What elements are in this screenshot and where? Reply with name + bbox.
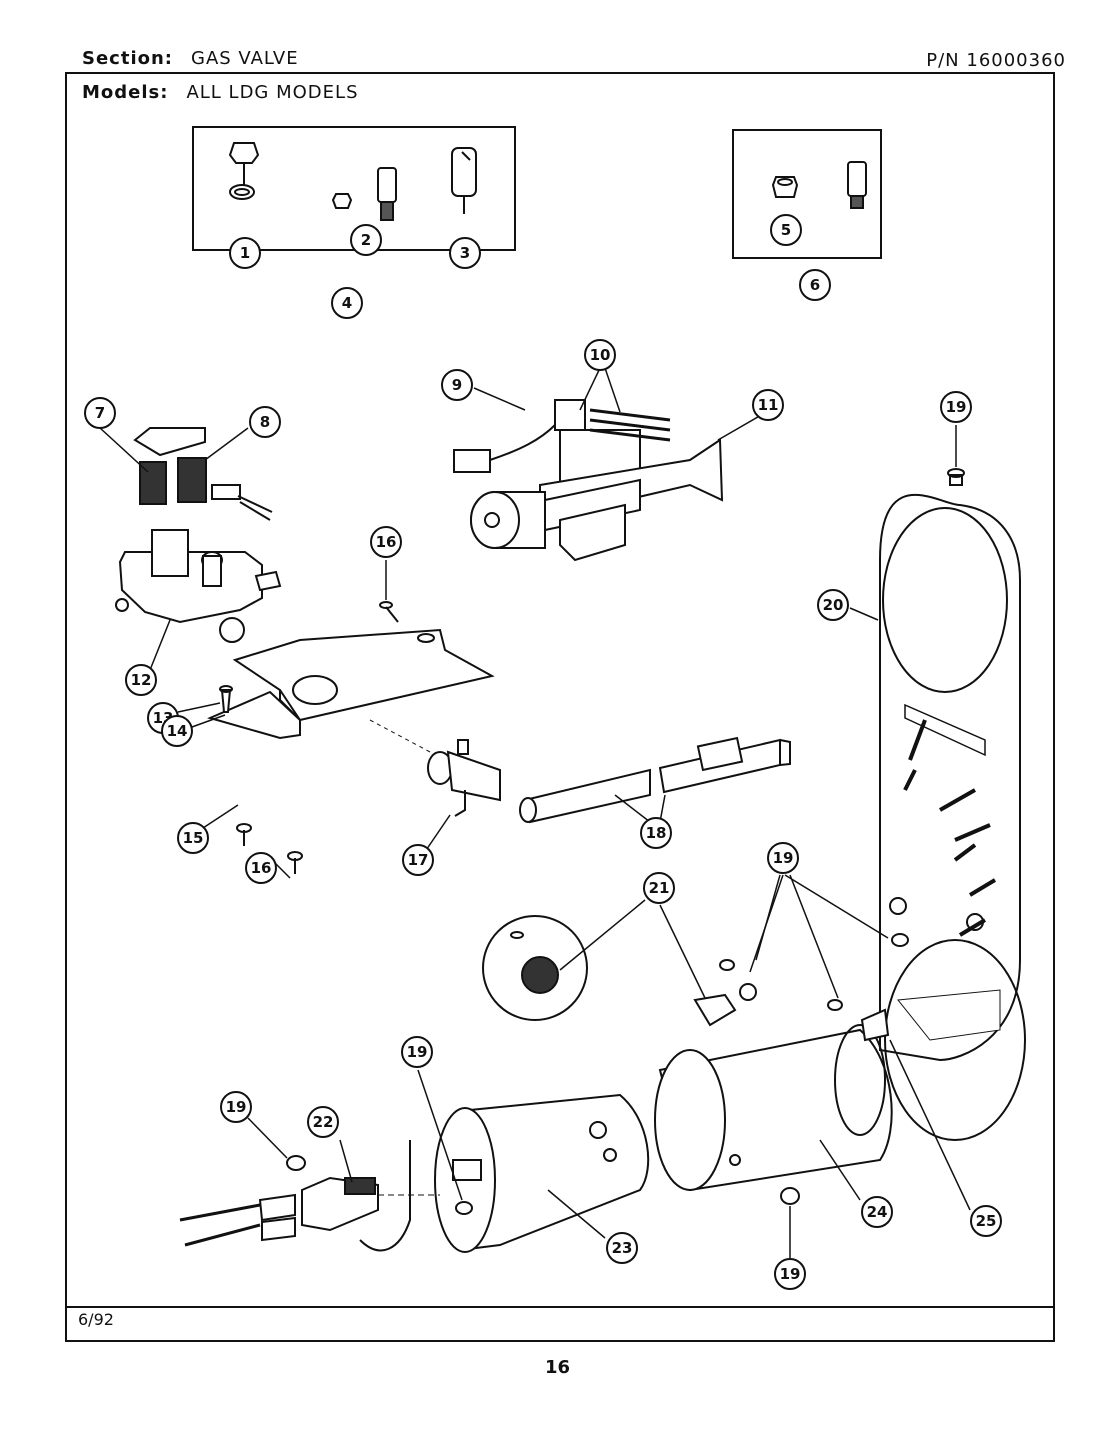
page-number: 16 [545, 1357, 571, 1378]
screw-19-top [947, 468, 965, 486]
callout-2: 2 [350, 224, 382, 256]
screw-19-mid [719, 959, 843, 1011]
callout-19-mid: 19 [767, 842, 799, 874]
callout-19-bottom: 19 [774, 1258, 806, 1290]
svg-text:16: 16 [251, 859, 272, 877]
callout-24: 24 [861, 1196, 893, 1228]
svg-text:19: 19 [780, 1265, 801, 1283]
callout-9: 9 [441, 369, 473, 401]
svg-text:5: 5 [781, 221, 791, 239]
models-label: Models: [82, 82, 169, 103]
orifice-cap-part [228, 142, 260, 200]
callout-6: 6 [799, 269, 831, 301]
hood-part [451, 147, 477, 214]
callout-22: 22 [307, 1106, 339, 1138]
orifice-part-5 [771, 176, 799, 198]
heater-panel [879, 494, 1026, 1141]
callout-4: 4 [331, 287, 363, 319]
callout-3: 3 [449, 237, 481, 269]
svg-text:6: 6 [810, 276, 820, 294]
callout-1: 1 [229, 237, 261, 269]
footer-divider [65, 1306, 1055, 1308]
screw-15 [236, 823, 252, 846]
screw-16b [379, 601, 399, 623]
svg-text:8: 8 [260, 413, 270, 431]
callout-18: 18 [640, 817, 672, 849]
svg-text:12: 12 [131, 671, 152, 689]
burner-assembly [453, 399, 724, 562]
svg-text:22: 22 [313, 1113, 334, 1131]
callout-23: 23 [606, 1232, 638, 1264]
svg-text:19: 19 [407, 1043, 428, 1061]
combustion-chamber [434, 1024, 893, 1253]
svg-text:15: 15 [183, 829, 204, 847]
callout-12: 12 [125, 664, 157, 696]
callout-16-lower: 16 [245, 852, 277, 884]
callout-7: 7 [84, 397, 116, 429]
callout-19-left: 19 [220, 1091, 252, 1123]
sensor-inset [482, 915, 588, 1021]
callout-15: 15 [177, 822, 209, 854]
callout-20: 20 [817, 589, 849, 621]
shutoff-valve [369, 719, 501, 817]
models-value: ALL LDG MODELS [186, 82, 359, 103]
svg-text:4: 4 [342, 294, 352, 312]
svg-text:2: 2 [361, 231, 371, 249]
svg-text:19: 19 [773, 849, 794, 867]
callout-10: 10 [584, 339, 616, 371]
svg-text:11: 11 [758, 396, 779, 414]
flame-sensor [693, 983, 757, 1027]
screw-19-bottom [455, 1187, 800, 1215]
svg-text:3: 3 [460, 244, 470, 262]
svg-text:19: 19 [946, 398, 967, 416]
section-heading: Section: GAS VALVE [82, 48, 299, 69]
callouts: 1 2 3 4 5 6 7 8 9 10 11 12 13 14 15 16 1… [84, 214, 1002, 1290]
screw-13 [219, 685, 233, 713]
svg-text:14: 14 [167, 722, 188, 740]
svg-text:21: 21 [649, 879, 670, 897]
svg-text:25: 25 [976, 1212, 997, 1230]
callout-21: 21 [643, 872, 675, 904]
bracket-25 [860, 989, 1001, 1042]
gas-valve-assembly [115, 427, 282, 643]
callout-19-center: 19 [401, 1036, 433, 1068]
callout-5: 5 [770, 214, 802, 246]
svg-text:1: 1 [240, 244, 250, 262]
revision-date: 6/92 [78, 1310, 114, 1329]
screw-19-left [286, 1155, 306, 1171]
svg-text:7: 7 [95, 404, 105, 422]
screw-19-right [891, 933, 909, 947]
valve-bracket [207, 628, 495, 740]
callout-14: 14 [161, 715, 193, 747]
section-value: GAS VALVE [191, 48, 299, 69]
kit-box-6 [732, 129, 882, 259]
part-number: P/N 16000360 [926, 50, 1066, 71]
screw-16a [287, 851, 303, 874]
svg-text:19: 19 [226, 1098, 247, 1116]
hood-part-6 [847, 161, 867, 209]
svg-text:20: 20 [823, 596, 844, 614]
callout-16-upper: 16 [370, 526, 402, 558]
svg-text:23: 23 [612, 1239, 633, 1257]
callout-8: 8 [249, 406, 281, 438]
orifice-part [331, 167, 397, 221]
svg-text:18: 18 [646, 824, 667, 842]
callout-25: 25 [970, 1205, 1002, 1237]
section-label: Section: [82, 48, 173, 69]
svg-text:24: 24 [867, 1203, 888, 1221]
leader-lines [99, 367, 971, 1258]
diagram-frame [65, 72, 1055, 1342]
callout-11: 11 [752, 389, 784, 421]
gas-pipe [519, 736, 791, 824]
igniter [179, 1140, 440, 1252]
callout-19-top: 19 [940, 391, 972, 423]
svg-text:9: 9 [452, 376, 462, 394]
callout-17: 17 [402, 844, 434, 876]
svg-text:17: 17 [408, 851, 429, 869]
models-heading: Models: ALL LDG MODELS [82, 82, 365, 103]
svg-text:10: 10 [590, 346, 611, 364]
svg-text:16: 16 [376, 533, 397, 551]
